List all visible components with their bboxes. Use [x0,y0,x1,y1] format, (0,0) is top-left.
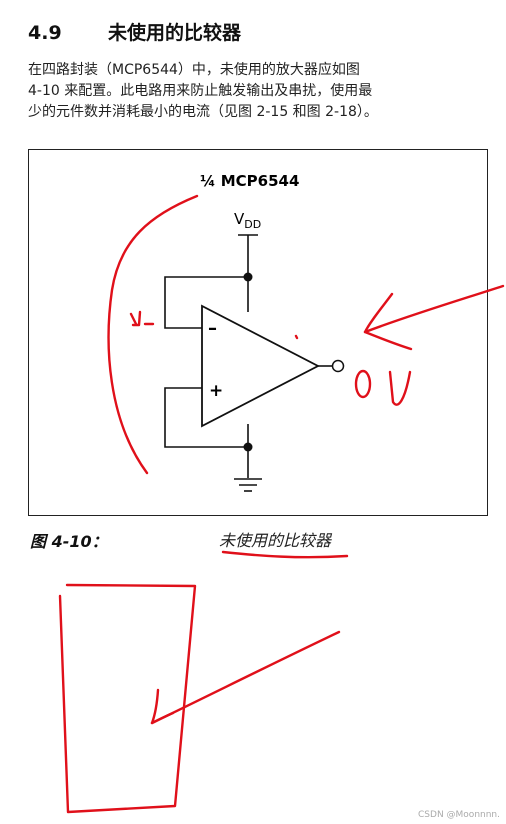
watermark: CSDN @Moonnnn. [418,810,500,820]
figure-caption-title: 未使用的比较器 [219,531,332,550]
junction-dot [243,442,253,452]
paragraph-line: 少的元件数并消耗最小的电流（见图 2-15 和图 2-18）。 [28,104,378,120]
section-number: 4.9 [28,22,62,44]
output-terminal [331,359,345,373]
caption-underline [221,550,349,559]
part-label: ¼ MCP6544 [200,172,299,190]
section-title: 未使用的比较器 [108,22,242,44]
paragraph-line: 4-10 来配置。此电路用来防止触发输出及串扰，使用最 [28,83,373,99]
body-paragraph: 在四路封装（MCP6544）中，未使用的放大器应如图 4-10 来配置。此电路用… [28,60,498,123]
junction-dot [243,272,253,282]
ground-symbol [234,478,262,492]
v-mark [388,370,412,406]
figure-frame [28,149,488,516]
handwritten-annotations [58,194,505,814]
zero-mark [354,369,372,399]
bracket-annotation [107,194,199,475]
hand-drawn-rectangle [58,583,197,814]
paragraph-line: 在四路封装（MCP6544）中，未使用的放大器应如图 [28,62,360,78]
figure-caption-label: 图 4-10： [30,532,108,551]
supply-label: VDD [234,210,261,231]
output-arrow [363,284,505,334]
minus-input-sign: – [208,318,217,339]
plus-input-sign: + [209,381,223,401]
comparator-symbol [201,304,320,428]
section-heading: 4.9 未使用的比较器 [28,18,241,45]
rectangle-arrow [150,630,341,725]
